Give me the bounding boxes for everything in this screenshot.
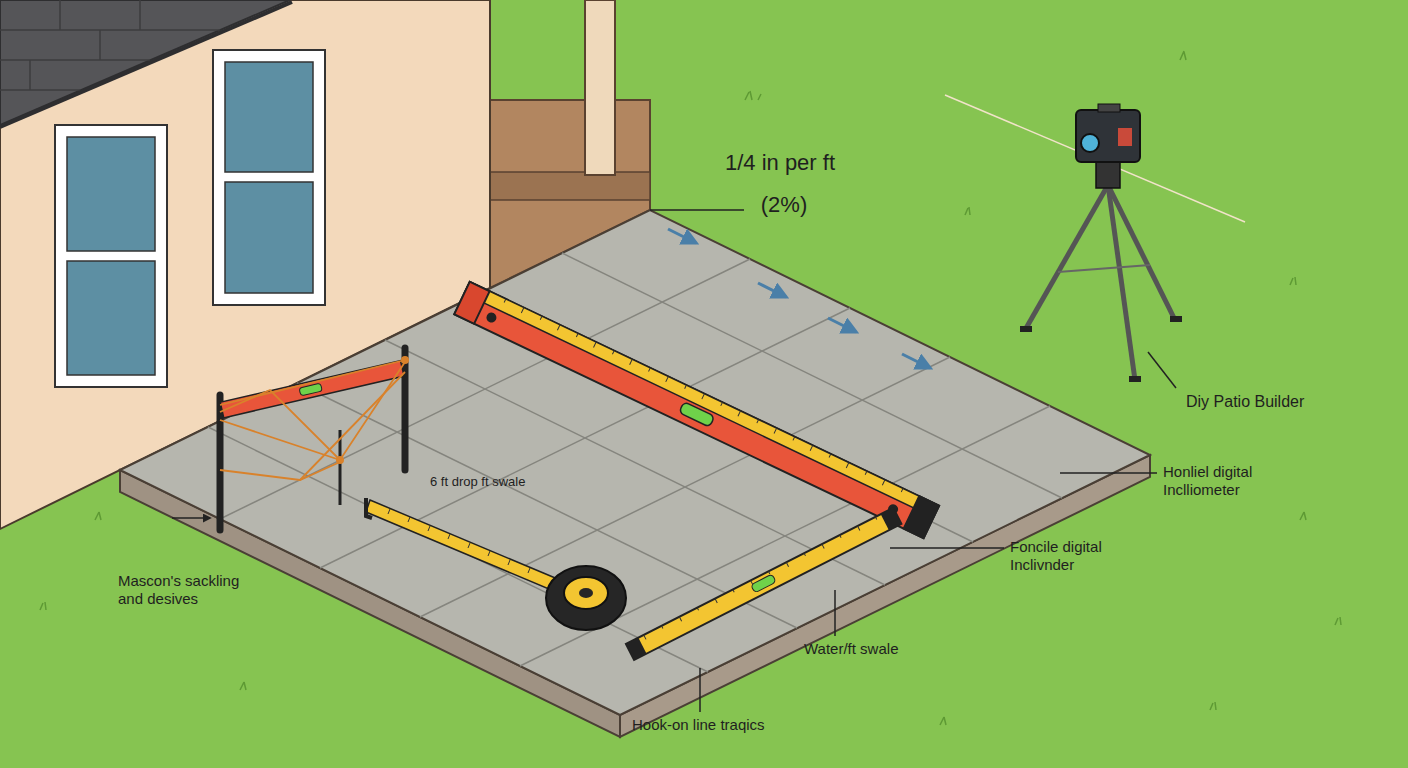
callout-label: 1/4 in per ft xyxy=(680,150,880,176)
window xyxy=(213,50,325,305)
spirit-level xyxy=(626,508,901,660)
callout-label: (2%) xyxy=(748,192,820,218)
tape-measure xyxy=(366,498,626,630)
laser-tripod xyxy=(1020,104,1182,382)
callout-label: 6 ft drop ft swale xyxy=(430,474,590,490)
porch-step xyxy=(490,172,650,200)
callout-label: Diy Patio Builder xyxy=(1186,392,1356,411)
callout-label: Mascon's sackling and desives xyxy=(118,572,268,608)
paver-joints xyxy=(208,253,1062,672)
callout-label: Water/ft swale xyxy=(804,640,964,658)
porch-post xyxy=(585,0,615,175)
slope-arrow xyxy=(668,229,930,368)
spirit-level xyxy=(454,282,939,538)
leader-line xyxy=(172,210,1176,712)
callout-label: Foncile digital Inclivnder xyxy=(1010,538,1135,574)
string-line-stakes xyxy=(220,348,409,530)
callout-label: Hook-on line traqics xyxy=(632,716,822,734)
callout-label: Honliel digital Inclliometer xyxy=(1163,463,1298,499)
window xyxy=(55,125,167,387)
patio-slab xyxy=(120,210,1150,715)
